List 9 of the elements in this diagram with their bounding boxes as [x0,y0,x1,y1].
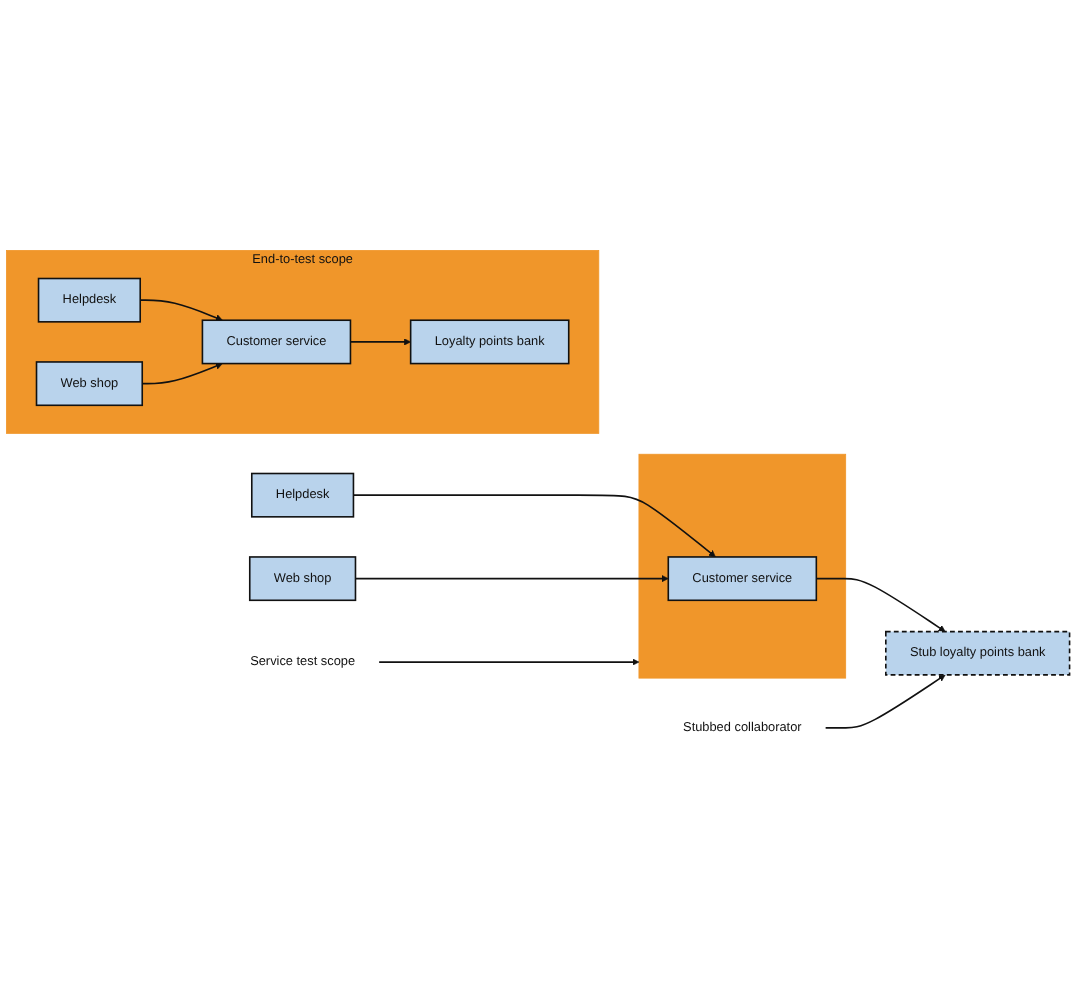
arrow [141,361,223,384]
arrow [354,574,669,582]
arrow [352,493,716,557]
arrow [824,673,946,728]
arrow [139,298,223,321]
arrow [378,657,640,665]
cluster [638,452,847,678]
arrow [815,576,946,631]
arrow [349,337,411,345]
